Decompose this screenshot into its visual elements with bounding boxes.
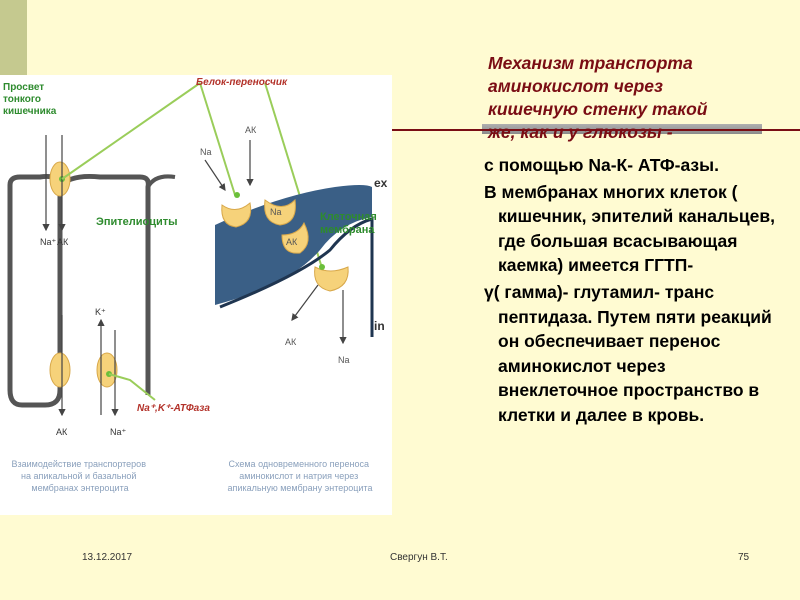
right-panel: АК Na Na АК ex Клеточная мембрана in АК …	[200, 125, 388, 493]
paragraph-atpase: с помощью Na-К- АТФ-азы.	[482, 153, 782, 178]
paragraph-ggtp: γ( гамма)- глутамил- транс пептидаза. Пу…	[482, 280, 782, 428]
corner-decoration	[0, 0, 27, 75]
transport-diagram: Просвет тонкого кишечника Белок-переносч…	[0, 75, 392, 515]
right-na-bottom: Na	[338, 355, 350, 365]
title-line: Механизм транспорта	[482, 52, 762, 75]
carrier-4	[315, 267, 349, 291]
carrier-1-dot	[234, 192, 240, 198]
epithelium-label: Эпителиоциты	[96, 216, 178, 228]
membrane-label: Клеточная мембрана	[320, 211, 380, 236]
title-line: же, как и у глюкозы -	[482, 121, 762, 144]
right-ak-bottom: АК	[285, 337, 297, 347]
na-top-label: Na⁺	[40, 237, 57, 247]
lumen-label: Просвет тонкого кишечника	[3, 82, 57, 117]
in-label: in	[374, 319, 385, 333]
left-caption: Взаимодействие транспортеров на апикальн…	[11, 459, 148, 493]
k-label: K⁺	[95, 307, 106, 317]
ak-top-label: АК	[57, 237, 69, 247]
carrier-4-dot	[319, 264, 325, 270]
right-caption: Схема одновременного переноса аминокисло…	[228, 459, 373, 493]
arrow-ak-out	[292, 285, 318, 320]
title-line: кишечную стенку такой	[482, 98, 762, 121]
pointer-carrier	[62, 83, 200, 179]
ak-bottom-label: АК	[56, 427, 68, 437]
arrow-na-to-carrier	[205, 160, 225, 190]
paragraph-membranes: В мембранах многих клеток ( кишечник, эп…	[482, 180, 782, 278]
basal-carrier-right	[97, 353, 117, 387]
ak-in-carrier: АК	[286, 237, 298, 247]
title-line: аминокислот через	[482, 75, 762, 98]
atpase-label: Na⁺,K⁺-АТФаза	[137, 403, 210, 414]
neighbor-cell-outline-2	[148, 176, 175, 187]
basal-carrier-left	[50, 353, 70, 387]
na-bottom-label: Na⁺	[110, 427, 127, 437]
slide-title: Механизм транспорта аминокислот через ки…	[482, 52, 762, 144]
carrier-label: Белок-переносчик	[196, 77, 288, 88]
footer-date: 13.12.2017	[82, 552, 132, 563]
ex-label: ex	[374, 176, 388, 190]
right-ak-top: АК	[245, 125, 257, 135]
right-na-top: Na	[200, 147, 212, 157]
slide-body: с помощью Na-К- АТФ-азы. В мембранах мно…	[482, 153, 782, 430]
footer-author: Свергун В.Т.	[390, 552, 448, 563]
na-in-carrier: Na	[270, 207, 282, 217]
footer-page-number: 75	[738, 552, 749, 563]
